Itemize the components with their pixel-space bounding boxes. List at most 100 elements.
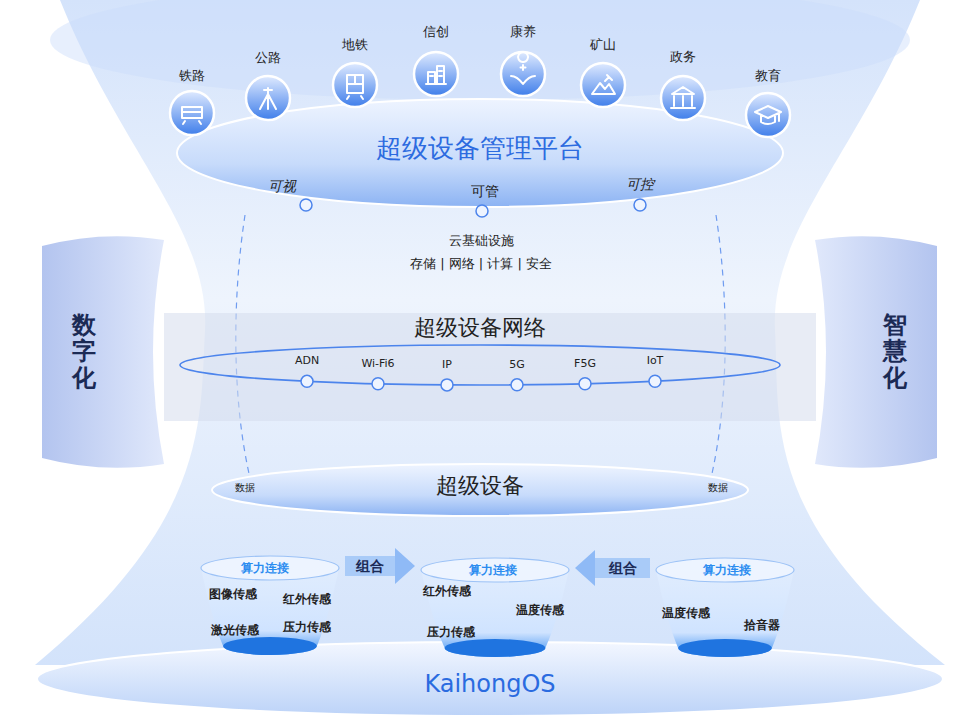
edge-label: 组合	[354, 558, 386, 575]
icon-glyph	[182, 107, 202, 124]
industry-icon: 教育	[738, 65, 798, 138]
sensor-cylinder: 算力连接红外传感温度传感压力传感	[415, 550, 575, 660]
cylinder-body	[656, 570, 794, 657]
node-title: 矿山	[590, 37, 616, 53]
free-label: 可视	[268, 178, 296, 195]
network-band: 超级设备网络	[164, 313, 816, 421]
marker-dot	[634, 199, 646, 211]
icon-circle	[170, 91, 214, 135]
free-label: F5G	[574, 357, 596, 370]
industry-icon: 信创	[406, 21, 466, 97]
band-fill	[164, 313, 816, 421]
top-glow	[50, 0, 910, 100]
node-item: 温度传感	[516, 603, 564, 617]
icon-circle	[661, 76, 705, 120]
icon-glyph	[511, 52, 535, 84]
free-label: Wi-Fi6	[361, 357, 394, 370]
funnel-shape	[35, 0, 945, 665]
sensor-cylinder: 算力连接图像传感红外传感激光传感压力传感	[195, 548, 345, 658]
cylinder-body	[201, 568, 339, 655]
marker-dot	[476, 205, 488, 217]
node-title: 数字化	[72, 312, 96, 391]
marker-dot	[300, 199, 312, 211]
network-ring	[180, 345, 780, 385]
ellipse-outline	[212, 464, 748, 516]
free-label: IoT	[647, 355, 664, 368]
icon-circle	[333, 63, 377, 107]
arrow-shaft	[345, 556, 395, 576]
free-label: 数据	[708, 482, 728, 494]
icon-glyph	[426, 66, 446, 84]
icon-glyph	[260, 88, 276, 109]
free-label: IP	[442, 358, 452, 371]
icon-circle	[246, 76, 290, 120]
free-label: 存储 | 网络 | 计算 | 安全	[410, 256, 552, 272]
cylinder-bottom	[445, 639, 546, 657]
node-item: 红外传感	[283, 592, 331, 606]
icon-circle	[501, 52, 545, 96]
node-title: 康养	[510, 24, 536, 40]
node-item: 拾音器	[744, 618, 780, 632]
node-title: 教育	[755, 68, 781, 84]
node-title: 地铁	[342, 37, 368, 53]
cylinder-top	[421, 558, 569, 582]
node-title: 信创	[423, 24, 449, 40]
industry-icon: 铁路	[162, 65, 222, 136]
ellipse-outline	[37, 642, 943, 716]
industry-icon: 矿山	[573, 34, 633, 108]
free-label: 可控	[626, 176, 654, 193]
node-title: 铁路	[179, 68, 205, 84]
industry-icon: 政务	[653, 46, 713, 121]
arrow-shaft	[595, 558, 650, 578]
node-shape	[815, 232, 937, 472]
icon-glyph	[671, 87, 695, 108]
side-panel: 数字化	[42, 232, 164, 472]
cylinder-top	[656, 558, 794, 582]
node-shape	[42, 232, 164, 472]
node-item: 压力传感	[427, 625, 475, 639]
industry-icon: 康养	[493, 21, 553, 97]
node-item: 激光传感	[211, 623, 259, 637]
node-item: 红外传感	[423, 584, 471, 598]
free-label: 5G	[509, 358, 525, 371]
cylinder-bottom	[223, 637, 317, 655]
industry-icon: 公路	[238, 47, 298, 121]
cylinder-body	[421, 570, 569, 657]
node-item: 温度传感	[662, 606, 710, 620]
free-label: 数据	[235, 482, 255, 494]
panel-outline	[42, 236, 164, 468]
icon-circle	[414, 52, 458, 96]
node-title: 超级设备	[436, 473, 524, 499]
arrow-head	[575, 550, 595, 586]
side-panel: 智慧化	[815, 232, 937, 472]
node-title: 公路	[255, 50, 281, 66]
sensor-cylinder: 算力连接温度传感拾音器	[650, 550, 800, 660]
cylinder-top	[201, 556, 339, 580]
node-title: 政务	[670, 49, 696, 65]
marker-dot	[301, 375, 313, 387]
marker-dot	[579, 378, 591, 390]
node-title: 智慧化	[883, 312, 907, 391]
cylinder-bottom	[678, 639, 772, 657]
node-title: 超级设备网络	[414, 315, 546, 341]
node-title: KaihongOS	[424, 670, 555, 699]
icon-circle	[581, 63, 625, 107]
node-title: 算力连接	[469, 563, 517, 577]
node-title: 算力连接	[241, 561, 289, 575]
icon-circle	[746, 93, 790, 137]
marker-dot	[441, 379, 453, 391]
icon-glyph	[755, 106, 781, 124]
icon-glyph	[347, 75, 363, 99]
arrow-head	[395, 548, 415, 584]
marker-dot	[372, 378, 384, 390]
combine-arrow	[575, 550, 650, 586]
industry-icon: 地铁	[325, 34, 385, 108]
node-title: 算力连接	[703, 563, 751, 577]
marker-dot	[649, 375, 661, 387]
ellipse-outline	[177, 99, 783, 207]
node-item: 图像传感	[209, 587, 257, 601]
node-title: 超级设备管理平台	[376, 133, 584, 164]
icon-glyph	[592, 75, 615, 94]
